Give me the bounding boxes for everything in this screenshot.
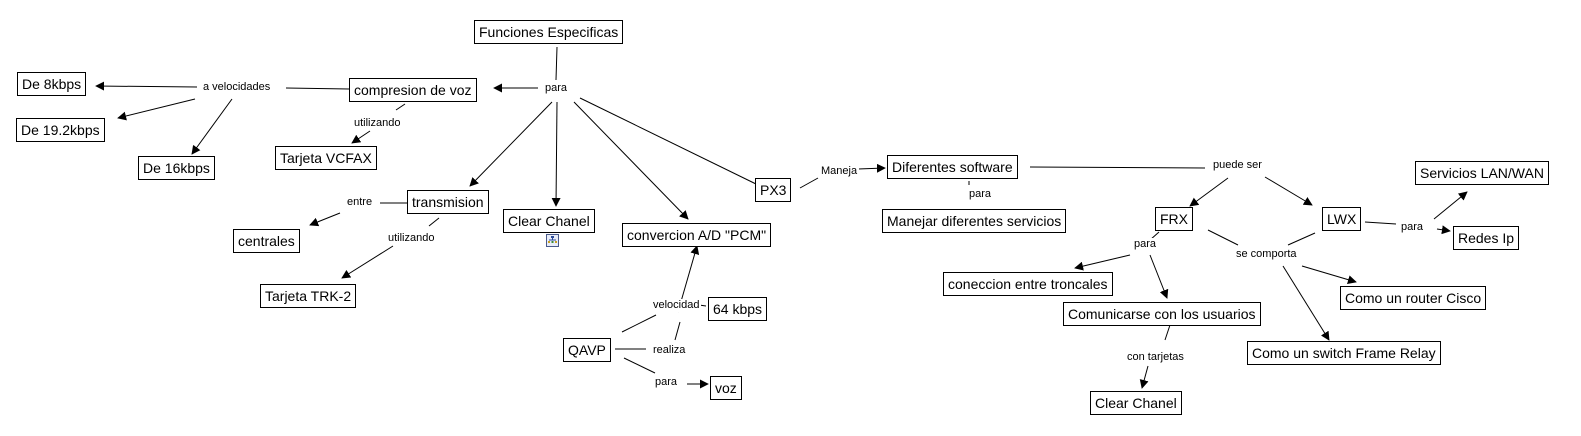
phrase-a-velocidades[interactable]: a velocidades — [201, 81, 273, 94]
phrase-para-frx[interactable]: para — [1132, 238, 1159, 251]
phrase-para-manejar[interactable]: para — [967, 188, 994, 201]
link-para-convercion — [573, 101, 689, 220]
phrase-se-comporta[interactable]: se comporta — [1234, 248, 1299, 261]
link-diferentes-puedeser — [1029, 166, 1206, 169]
link-utilizando-trk2 — [341, 245, 394, 279]
concept-servicios-lan-wan[interactable]: Servicios LAN/WAN — [1415, 161, 1549, 185]
concept-de-8kbps[interactable]: De 8kbps — [17, 72, 87, 96]
concept-centrales[interactable]: centrales — [233, 229, 300, 253]
link-para-redesip — [1436, 225, 1451, 235]
link-puedeser-frx — [1189, 177, 1229, 207]
link-qavp-velocidad — [621, 314, 657, 333]
concept-clear-chanel-1[interactable]: Clear Chanel — [503, 209, 595, 233]
link-funciones-para — [555, 46, 558, 81]
concept-funciones-especificas[interactable]: Funciones Especificas — [474, 20, 624, 44]
concept-de-19-2kbps[interactable]: De 19.2kbps — [16, 118, 105, 142]
concept-transmision[interactable]: transmision — [407, 190, 489, 214]
concept-redes-ip[interactable]: Redes Ip — [1453, 226, 1520, 250]
phrase-puede-ser[interactable]: puede ser — [1211, 159, 1264, 172]
link-compresion-avelocidades — [285, 87, 350, 90]
link-secomporta-switch — [1282, 265, 1330, 341]
link-avelocidades-de16 — [191, 98, 233, 155]
concept-64-kbps[interactable]: 64 kbps — [708, 297, 768, 321]
concept-frx[interactable]: FRX — [1155, 207, 1193, 231]
concept-como-un-router-cisco[interactable]: Como un router Cisco — [1340, 286, 1487, 310]
phrase-utilizando-vcfax[interactable]: utilizando — [352, 117, 403, 130]
concept-manejar-diferentes-servicios[interactable]: Manejar diferentes servicios — [882, 209, 1067, 233]
concept-voz[interactable]: voz — [710, 376, 742, 400]
link-px3-maneja — [799, 177, 819, 189]
link-para-transmision — [469, 101, 553, 187]
concept-diferentes-software[interactable]: Diferentes software — [887, 155, 1018, 179]
phrase-para-voz[interactable]: para — [653, 376, 680, 389]
concept-coneccion-entre-troncales[interactable]: coneccion entre troncales — [943, 272, 1113, 296]
link-realiza-velocidad — [674, 321, 681, 341]
link-contarjetas-clear2 — [1139, 365, 1149, 389]
link-transmision-utilizando — [428, 217, 440, 227]
link-avelocidades-de8 — [95, 81, 198, 91]
phrase-maneja[interactable]: Maneja — [819, 165, 860, 178]
link-para-troncales — [1074, 254, 1131, 271]
link-para-lanwan — [1433, 191, 1468, 220]
link-lwx-para — [1364, 221, 1397, 225]
phrase-con-tarjetas[interactable]: con tarjetas — [1125, 351, 1186, 364]
concept-comunicarse-con-los-usuarios[interactable]: Comunicarse con los usuarios — [1063, 302, 1261, 326]
concept-qavp[interactable]: QAVP — [563, 338, 611, 362]
concept-tarjeta-trk2[interactable]: Tarjeta TRK-2 — [260, 284, 357, 308]
concept-tarjeta-vcfax[interactable]: Tarjeta VCFAX — [275, 146, 377, 170]
phrase-para-lwx[interactable]: para — [1399, 221, 1426, 234]
phrase-realiza[interactable]: realiza — [651, 344, 688, 357]
link-maneja-diferentes — [857, 163, 886, 173]
link-usuarios-contarjetas — [1164, 324, 1171, 341]
link-utilizando-vcfax — [351, 130, 371, 144]
link-para-px3 — [579, 97, 757, 185]
concept-px3[interactable]: PX3 — [755, 178, 792, 202]
hierarchy-icon — [548, 236, 557, 243]
concept-convercion-ad-pcm[interactable]: convercion A/D "PCM" — [622, 223, 772, 247]
concept-compresion-de-voz[interactable]: compresion de voz — [349, 78, 477, 102]
link-para-clear-chanel — [551, 101, 561, 207]
concept-clear-chanel-2[interactable]: Clear Chanel — [1090, 391, 1182, 415]
link-lwx-secomporta — [1287, 232, 1316, 246]
phrase-utilizando-trk[interactable]: utilizando — [386, 232, 437, 245]
concept-lwx[interactable]: LWX — [1322, 207, 1362, 231]
link-compresion-utilizando — [395, 103, 406, 111]
phrase-para-main[interactable]: para — [543, 82, 570, 95]
phrase-velocidad[interactable]: velocidad — [651, 299, 702, 312]
concept-de-16kbps[interactable]: De 16kbps — [138, 156, 215, 180]
link-entre-centrales — [309, 212, 341, 227]
phrase-entre[interactable]: entre — [345, 196, 375, 209]
submap-icon[interactable] — [546, 234, 559, 247]
link-avelocidades-de192 — [117, 98, 196, 121]
link-para-usuarios — [1149, 254, 1169, 299]
link-qavp-para — [623, 357, 656, 374]
link-secomporta-router — [1301, 265, 1357, 285]
link-frx-secomporta — [1207, 229, 1239, 246]
concept-como-un-switch-frame-relay[interactable]: Como un switch Frame Relay — [1247, 341, 1441, 365]
link-puedeser-lwx — [1264, 176, 1313, 206]
